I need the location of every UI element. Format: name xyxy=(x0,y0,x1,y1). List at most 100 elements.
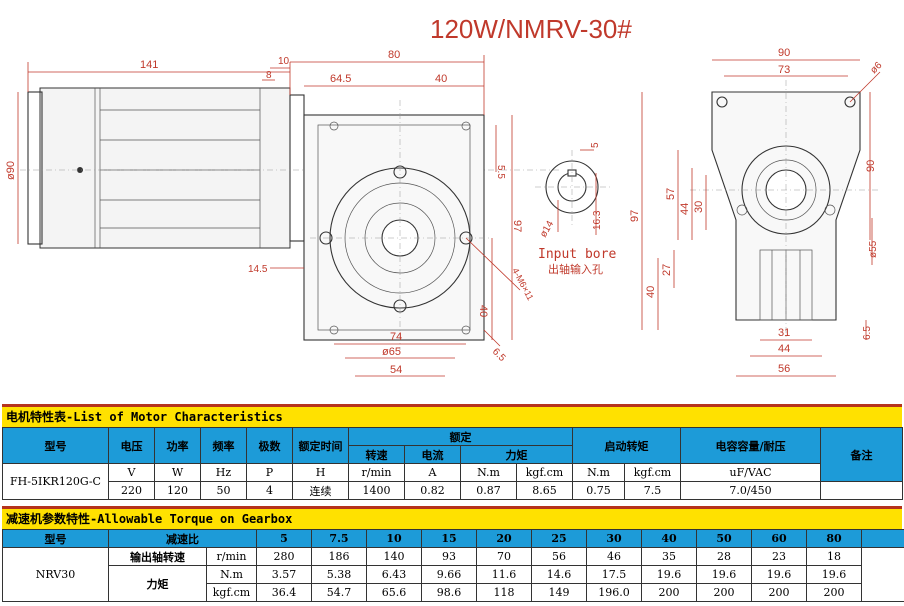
dim-front-90-right: 90 xyxy=(865,160,877,172)
torque-kgf-cell: 54.7 xyxy=(311,583,367,602)
unit-cell: N.m xyxy=(572,463,625,482)
empty-cell xyxy=(861,547,904,602)
gearbox-front-view xyxy=(690,80,880,340)
value-cell: 0.82 xyxy=(404,481,461,500)
technical-drawing: 120W/NMRV-30# xyxy=(5,14,885,377)
unit-cell: A xyxy=(404,463,461,482)
dim-front-90-top: 90 xyxy=(778,47,790,59)
value-cell: 120 xyxy=(154,481,201,500)
dim-8: 8 xyxy=(266,70,272,81)
speed-cell: 28 xyxy=(696,547,752,566)
torque-nm-cell: 5.38 xyxy=(311,565,367,584)
dim-front-97: 97 xyxy=(629,210,641,222)
unit-cell: P xyxy=(246,463,293,482)
hdr-model: 型号 xyxy=(2,427,109,464)
hdr-frequency: 频率 xyxy=(200,427,247,464)
gearbox-torque-table: 型号 减速比 5 7.5 10 15 20 25 30 40 50 60 80 … xyxy=(2,529,904,602)
dim-64-5: 64.5 xyxy=(330,73,351,85)
dim-front-56: 56 xyxy=(778,363,790,375)
drawing-title: 120W/NMRV-30# xyxy=(430,14,632,44)
dim-bore-16-3: 16.3 xyxy=(592,210,603,230)
speed-unit: r/min xyxy=(206,547,257,566)
gear-table-title: 减速机参数特性-Allowable Torque on Gearbox xyxy=(2,506,902,529)
ratio-cell: 80 xyxy=(806,529,862,548)
bore-label-cn: 出轴输入孔 xyxy=(548,262,603,276)
unit-cell: kgf.cm xyxy=(624,463,681,482)
torque-kgf-cell: 65.6 xyxy=(366,583,422,602)
unit-cell: kgf.cm xyxy=(516,463,573,482)
torque-nm-cell: 19.6 xyxy=(696,565,752,584)
dim-front-30: 30 xyxy=(693,201,705,213)
torque-kgf-cell: 200 xyxy=(806,583,862,602)
value-cell: 4 xyxy=(246,481,293,500)
gear-model: NRV30 xyxy=(2,547,109,602)
torque-label: 力矩 xyxy=(108,565,207,602)
bore-label-en: Input bore xyxy=(538,247,616,262)
dim-141: 141 xyxy=(140,59,158,71)
value-cell: 0.75 xyxy=(572,481,625,500)
dim-front-dia6: ø6 xyxy=(868,60,884,76)
hdr-power: 功率 xyxy=(154,427,201,464)
motor-side-view xyxy=(20,87,560,249)
hdr-current: 电流 xyxy=(404,445,461,464)
dim-dia65: ø65 xyxy=(382,346,401,358)
motor-model: FH-5IKR120G-C xyxy=(2,463,109,500)
torque-kgf-cell: 200 xyxy=(641,583,697,602)
motor-characteristics-table: 型号 电压 功率 频率 极数 额定时间 额定 启动转矩 电容容量/耐压 备注 转… xyxy=(2,427,903,500)
gear-hdr-model: 型号 xyxy=(2,529,109,548)
speed-cell: 70 xyxy=(476,547,532,566)
dim-bore-dia14: ø14 xyxy=(538,219,556,240)
speed-cell: 35 xyxy=(641,547,697,566)
hdr-poles: 极数 xyxy=(246,427,293,464)
torque-kgf-cell: 200 xyxy=(696,583,752,602)
hdr-start-torque: 启动转矩 xyxy=(572,427,681,464)
torque-nm-cell: 3.57 xyxy=(256,565,312,584)
dim-front-31: 31 xyxy=(778,327,790,339)
input-bore-view: 5 ø14 16.3 Input bore 出轴输入孔 xyxy=(535,142,616,276)
empty-cell xyxy=(820,481,903,500)
dim-10: 10 xyxy=(278,56,290,67)
ratio-cell: 50 xyxy=(696,529,752,548)
dim-6-5-side: 6.5 xyxy=(490,346,508,364)
value-cell: 7.0/450 xyxy=(680,481,821,500)
ratio-cell: 30 xyxy=(586,529,642,548)
dim-front-44-bottom: 44 xyxy=(778,343,790,355)
unit-cell: H xyxy=(292,463,349,482)
speed-cell: 140 xyxy=(366,547,422,566)
value-cell: 8.65 xyxy=(516,481,573,500)
dim-front-6-5: 6.5 xyxy=(862,326,873,340)
hdr-torque: 力矩 xyxy=(460,445,573,464)
hdr-speed: 转速 xyxy=(348,445,405,464)
unit-cell: N.m xyxy=(460,463,517,482)
dim-front-44-left: 44 xyxy=(679,203,691,215)
value-cell: 0.87 xyxy=(460,481,517,500)
empty-cell xyxy=(861,529,904,548)
ratio-cell: 5 xyxy=(256,529,312,548)
dim-80: 80 xyxy=(388,49,400,61)
torque-unit-nm: N.m xyxy=(206,565,257,584)
speed-cell: 46 xyxy=(586,547,642,566)
speed-cell: 56 xyxy=(531,547,587,566)
dim-40-right: 40 xyxy=(477,305,489,317)
dim-front-73: 73 xyxy=(778,64,790,76)
torque-nm-cell: 14.6 xyxy=(531,565,587,584)
speed-cell: 23 xyxy=(751,547,807,566)
dim-54: 54 xyxy=(390,364,402,376)
speed-cell: 18 xyxy=(806,547,862,566)
ratio-cell: 15 xyxy=(421,529,477,548)
dim-5-5: 5.5 xyxy=(495,165,506,179)
unit-cell: Hz xyxy=(200,463,247,482)
speed-cell: 186 xyxy=(311,547,367,566)
torque-kgf-cell: 196.0 xyxy=(586,583,642,602)
unit-cell: uF/VAC xyxy=(680,463,821,482)
speed-label: 输出轴转速 xyxy=(108,547,207,566)
dim-40-top: 40 xyxy=(435,73,447,85)
ratio-cell: 7.5 xyxy=(311,529,367,548)
dim-74: 74 xyxy=(390,331,402,343)
torque-nm-cell: 9.66 xyxy=(421,565,477,584)
torque-kgf-cell: 200 xyxy=(751,583,807,602)
ratio-cell: 40 xyxy=(641,529,697,548)
unit-cell: r/min xyxy=(348,463,405,482)
ratio-cell: 10 xyxy=(366,529,422,548)
torque-kgf-cell: 36.4 xyxy=(256,583,312,602)
